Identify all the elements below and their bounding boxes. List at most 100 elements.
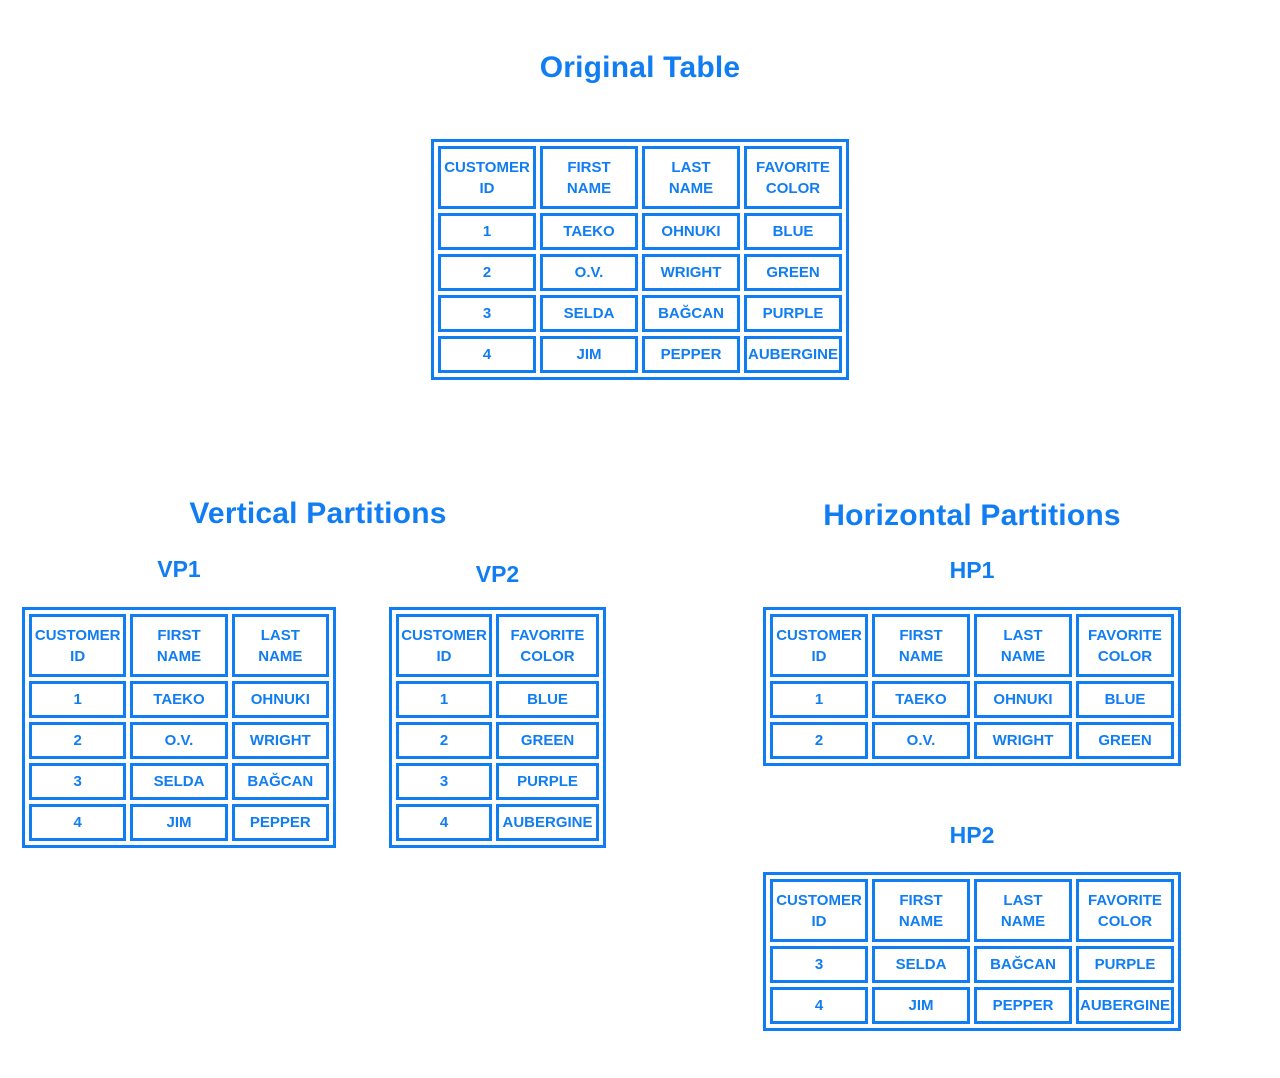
table-cell: SELDA [130, 763, 228, 800]
vp2-label: VP2 [475, 561, 520, 587]
table-cell: OHNUKI [231, 681, 329, 718]
table-cell: BLUE [744, 213, 842, 250]
original-table-title: Original Table [539, 51, 741, 84]
table-cell: PURPLE [1076, 946, 1174, 983]
table-cell: WRIGHT [642, 254, 740, 291]
table-cell: WRIGHT [974, 722, 1072, 759]
table-cell: PURPLE [744, 295, 842, 332]
table-cell: 1 [438, 213, 536, 250]
table-cell: 2 [396, 722, 492, 759]
table-cell: SELDA [540, 295, 638, 332]
table-cell: AUBERGINE [744, 336, 842, 373]
table-cell: BLUE [496, 681, 599, 718]
table-cell: PEPPER [231, 804, 329, 841]
vertical-partitions-title: Vertical Partitions [189, 497, 447, 530]
table-cell: TAEKO [130, 681, 228, 718]
table-cell: 1 [770, 681, 868, 718]
table-cell: 4 [770, 987, 868, 1024]
table-cell: GREEN [1076, 722, 1174, 759]
table-cell: 3 [438, 295, 536, 332]
table-cell: O.V. [872, 722, 970, 759]
table-cell: BAĞCAN [974, 946, 1072, 983]
table-cell: WRIGHT [231, 722, 329, 759]
table-cell: 1 [29, 681, 127, 718]
table-cell: 2 [438, 254, 536, 291]
table-cell: AUBERGINE [1076, 987, 1174, 1024]
table-cell: 3 [29, 763, 127, 800]
table-cell: 4 [438, 336, 536, 373]
table-cell: JIM [130, 804, 228, 841]
table-cell: 2 [770, 722, 868, 759]
table-cell: AUBERGINE [496, 804, 599, 841]
table-cell: 4 [29, 804, 127, 841]
table-cell: PEPPER [642, 336, 740, 373]
table-cell: 3 [770, 946, 868, 983]
table-cell: TAEKO [540, 213, 638, 250]
table-cell: O.V. [130, 722, 228, 759]
hp2-label: HP2 [949, 822, 995, 848]
table-cell: GREEN [744, 254, 842, 291]
table-cell: O.V. [540, 254, 638, 291]
table-cell: PEPPER [974, 987, 1072, 1024]
table-cell: BAĞCAN [231, 763, 329, 800]
table-cell: TAEKO [872, 681, 970, 718]
table-cell: JIM [540, 336, 638, 373]
vp1-label: VP1 [157, 556, 201, 582]
table-cell: GREEN [496, 722, 599, 759]
table-cell: 4 [396, 804, 492, 841]
table-cell: 1 [396, 681, 492, 718]
table-cell: SELDA [872, 946, 970, 983]
table-cell: OHNUKI [974, 681, 1072, 718]
horizontal-partitions-title: Horizontal Partitions [823, 499, 1121, 532]
table-cell: PURPLE [496, 763, 599, 800]
table-cell: JIM [872, 987, 970, 1024]
table-cell: 2 [29, 722, 127, 759]
table-cell: BAĞCAN [642, 295, 740, 332]
table-cell: 3 [396, 763, 492, 800]
hp1-label: HP1 [949, 557, 995, 583]
